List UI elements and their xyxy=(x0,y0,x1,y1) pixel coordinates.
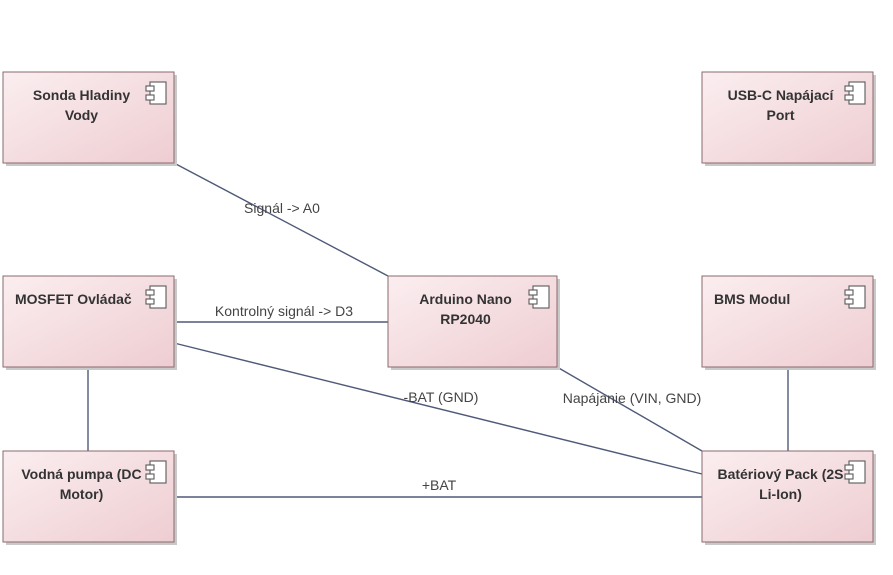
component-mosfet[interactable]: MOSFET Ovládač xyxy=(2,275,177,370)
connector-arduino-battery[interactable]: Napájanie (VIN, GND) xyxy=(556,366,703,452)
connector-label: Kontrolný signál -> D3 xyxy=(215,303,353,319)
component-title-line: Motor) xyxy=(60,486,104,502)
component-icon xyxy=(844,285,866,309)
connector-mosfet-battery[interactable]: -BAT (GND) xyxy=(173,342,703,475)
component-title-line: Vodná pumpa (DC xyxy=(21,466,141,482)
component-icon xyxy=(145,81,167,105)
component-title-line: USB-C Napájací xyxy=(728,87,835,103)
component-title-line: Vody xyxy=(65,107,98,123)
connector-mosfet-arduino[interactable]: Kontrolný signál -> D3 xyxy=(174,303,388,323)
component-icon xyxy=(844,460,866,484)
connector-sonda-arduino[interactable]: Signál -> A0 xyxy=(173,162,389,277)
connector-line[interactable] xyxy=(173,162,389,277)
component-icon xyxy=(145,460,167,484)
connector-pump-battery[interactable]: +BAT xyxy=(174,477,702,498)
component-icon xyxy=(145,285,167,309)
connector-label: +BAT xyxy=(422,477,457,493)
connector-line[interactable] xyxy=(173,342,703,475)
component-icon xyxy=(528,285,550,309)
edges-layer: Signál -> A0 Kontrolný signál -> D3 -BAT (… xyxy=(87,162,789,498)
connector-label: -BAT (GND) xyxy=(404,389,479,405)
component-pump[interactable]: Vodná pumpa (DC Motor) xyxy=(2,450,177,545)
component-title-line: Sonda Hladiny xyxy=(33,87,130,103)
component-title-line: Batériový Pack (2S xyxy=(717,466,843,482)
component-title-line: Li-Ion) xyxy=(759,486,802,502)
component-title-line: MOSFET Ovládač xyxy=(15,291,132,307)
connector-line[interactable] xyxy=(556,366,703,452)
connector-label: Signál -> A0 xyxy=(244,200,320,216)
component-title-line: Arduino Nano xyxy=(419,291,512,307)
component-icon xyxy=(844,81,866,105)
component-bms[interactable]: BMS Modul xyxy=(701,275,876,370)
component-title-line: Port xyxy=(767,107,795,123)
component-battery[interactable]: Batériový Pack (2S Li-Ion) xyxy=(701,450,876,545)
connector-label: Napájanie (VIN, GND) xyxy=(563,390,702,406)
component-title-line: BMS Modul xyxy=(714,291,790,307)
component-title-line: RP2040 xyxy=(440,311,491,327)
